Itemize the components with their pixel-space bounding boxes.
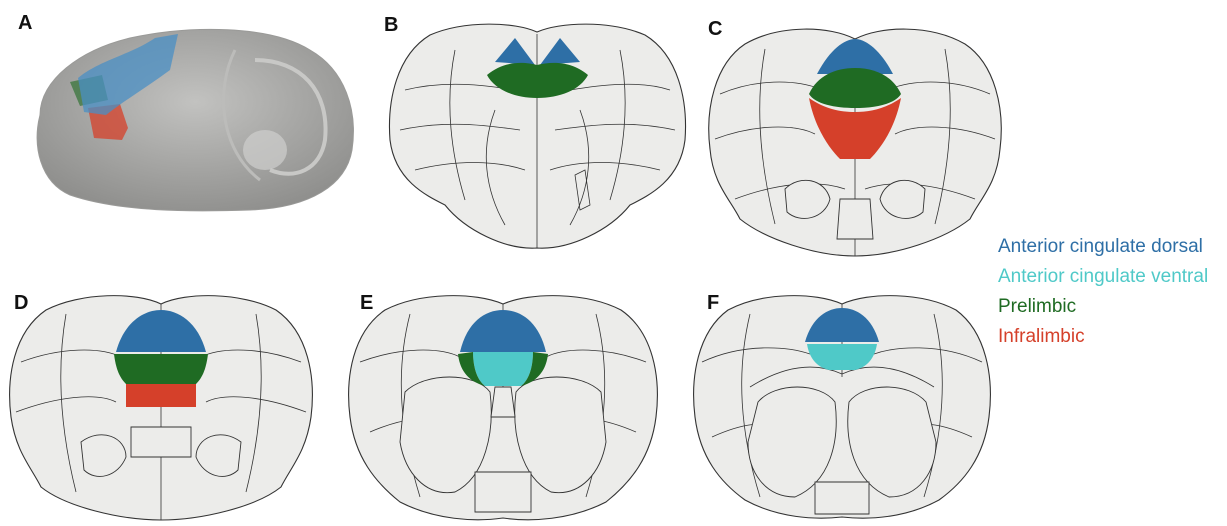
panel-f-section <box>690 292 995 522</box>
legend: Anterior cingulate dorsal Anterior cingu… <box>998 232 1208 352</box>
panel-d-section <box>6 292 321 522</box>
legend-item-prl: Prelimbic <box>998 292 1208 322</box>
panel-f-figure <box>690 292 995 522</box>
legend-item-il: Infralimbic <box>998 322 1208 352</box>
panel-a-3d-brain <box>10 20 365 215</box>
panel-b-figure <box>385 20 690 252</box>
section-e-region-acv <box>473 352 533 386</box>
section-b-outline <box>389 24 685 248</box>
panel-e-figure <box>345 292 663 524</box>
panel-c-section <box>705 24 1005 262</box>
panel-e-section <box>345 292 663 524</box>
legend-item-acv: Anterior cingulate ventral <box>998 262 1208 292</box>
panel-b-section <box>385 20 690 252</box>
brain-3d-body <box>37 29 353 211</box>
panel-a-figure <box>10 20 365 215</box>
panel-c-figure <box>705 24 1005 262</box>
section-d-region-prl <box>114 354 208 384</box>
brain-3d-structure <box>243 130 287 170</box>
legend-item-acd: Anterior cingulate dorsal <box>998 232 1208 262</box>
section-d-region-il <box>126 384 196 407</box>
panel-d-figure <box>6 292 321 522</box>
